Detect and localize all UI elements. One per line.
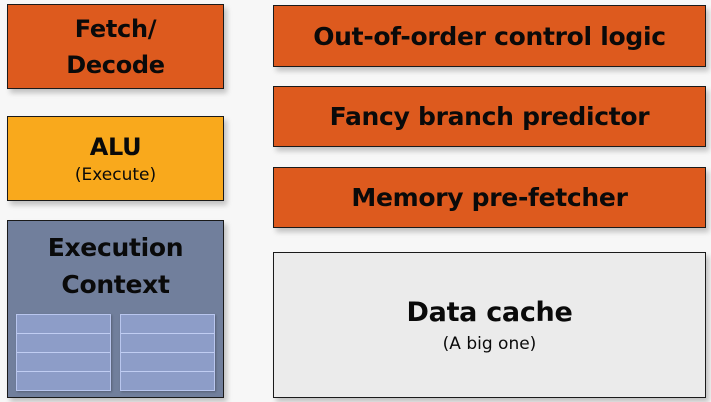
- register-row: [17, 372, 110, 391]
- register-file: [120, 314, 215, 391]
- fetch-decode-label-line2: Decode: [66, 50, 165, 79]
- memory-prefetcher-block: Memory pre-fetcher: [273, 167, 706, 228]
- alu-sublabel: (Execute): [74, 164, 157, 185]
- register-row: [17, 315, 110, 334]
- data-cache-block: Data cache (A big one): [273, 252, 706, 398]
- execution-context-label-line2: Context: [61, 270, 170, 299]
- fetch-decode-block: Fetch/ Decode: [7, 4, 224, 89]
- register-row: [121, 372, 214, 391]
- branch-predictor-label: Fancy branch predictor: [329, 102, 650, 131]
- out-of-order-logic-block: Out-of-order control logic: [273, 5, 706, 67]
- memory-prefetcher-label: Memory pre-fetcher: [351, 183, 628, 212]
- alu-label: ALU: [89, 132, 142, 161]
- execution-context-label-line1: Execution: [47, 233, 184, 262]
- register-row: [121, 315, 214, 334]
- register-file: [16, 314, 111, 391]
- data-cache-sublabel: (A big one): [442, 334, 537, 354]
- out-of-order-logic-label: Out-of-order control logic: [313, 21, 666, 51]
- fetch-decode-label-line1: Fetch/: [74, 14, 157, 43]
- register-row: [17, 353, 110, 372]
- data-cache-label: Data cache: [406, 297, 573, 328]
- register-row: [121, 353, 214, 372]
- register-row: [121, 334, 214, 353]
- alu-block: ALU (Execute): [7, 116, 224, 201]
- branch-predictor-block: Fancy branch predictor: [273, 86, 706, 147]
- execution-context-block: Execution Context: [7, 220, 224, 398]
- register-row: [17, 334, 110, 353]
